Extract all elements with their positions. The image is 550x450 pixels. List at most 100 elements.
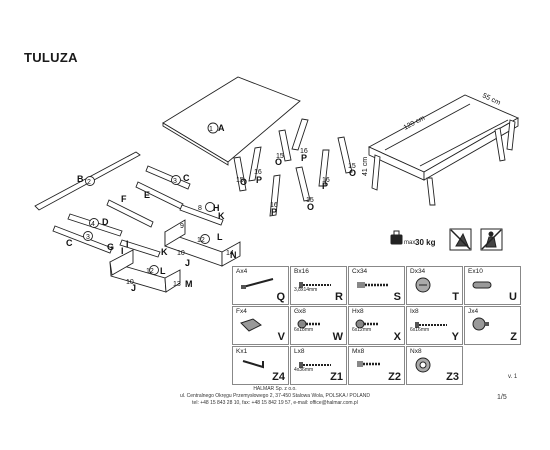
svg-text:P: P <box>271 207 277 217</box>
svg-text:G: G <box>107 242 114 252</box>
weight-prefix: max. <box>404 240 418 246</box>
screw-icon <box>413 317 453 335</box>
svg-text:41 cm: 41 cm <box>362 157 369 176</box>
hardware-quantity: Gx8 <box>294 308 306 315</box>
svg-text:P: P <box>256 175 262 185</box>
plate-icon <box>239 317 263 338</box>
hardware-quantity: Bx16 <box>294 268 309 275</box>
svg-text:C: C <box>183 173 190 183</box>
svg-text:O: O <box>307 202 314 212</box>
svg-text:O: O <box>240 177 247 187</box>
svg-text:3: 3 <box>173 178 177 185</box>
svg-text:8: 8 <box>198 205 202 212</box>
product-title: TULUZA <box>24 50 78 65</box>
hardware-letter: W <box>332 331 343 343</box>
svg-text:N: N <box>230 250 237 260</box>
svg-text:L: L <box>160 266 166 276</box>
hardware-letter: Z <box>510 331 517 343</box>
hardware-letter: Z1 <box>330 371 343 383</box>
svg-text:16: 16 <box>270 202 278 209</box>
svg-text:J: J <box>185 258 190 268</box>
hardware-letter: U <box>509 291 517 303</box>
svg-text:K: K <box>161 247 168 257</box>
svg-text:E: E <box>144 190 150 200</box>
svg-text:9: 9 <box>180 223 184 230</box>
svg-text:14: 14 <box>226 250 234 257</box>
svg-text:I: I <box>126 239 129 249</box>
version-label: v. 1 <box>508 374 518 380</box>
weight-limit: 30 kg <box>415 238 436 247</box>
connector-icon <box>355 357 385 375</box>
svg-text:C: C <box>66 238 73 248</box>
svg-text:15: 15 <box>306 197 314 204</box>
hardware-spec: 6x18mm <box>294 327 314 333</box>
svg-text:4: 4 <box>91 221 95 228</box>
hardware-letter: X <box>393 331 401 343</box>
hardware-letter: S <box>393 291 401 303</box>
hardware-letter: V <box>277 331 285 343</box>
svg-text:I: I <box>121 246 124 256</box>
svg-text:J: J <box>131 283 136 293</box>
hardware-spec: 6x16mm <box>410 327 430 333</box>
hardware-quantity: Hx8 <box>352 308 364 315</box>
svg-text:15: 15 <box>236 177 244 184</box>
no-moisture-icon <box>449 228 472 251</box>
hardware-quantity: Nx8 <box>410 348 422 355</box>
hardware-quantity: Lx8 <box>294 348 305 355</box>
svg-text:M: M <box>185 279 193 289</box>
bolt-icon <box>355 317 385 335</box>
svg-text:O: O <box>349 168 356 178</box>
svg-text:1: 1 <box>209 126 213 133</box>
svg-text:L: L <box>217 232 223 242</box>
svg-text:F: F <box>121 194 127 204</box>
screw-icon <box>297 357 337 375</box>
allen-key-icon <box>239 357 269 376</box>
page-number: 1/5 <box>497 394 507 401</box>
no-standing-icon <box>480 228 503 251</box>
hardware-letter: T <box>452 291 459 303</box>
svg-text:13: 13 <box>173 281 181 288</box>
hardware-quantity: Ix8 <box>410 308 419 315</box>
hardware-quantity: Ex10 <box>468 268 483 275</box>
company-footer: HALMAR Sp. z o.o. ul. Centralnego Okręgu… <box>0 386 550 407</box>
hardware-quantity: Dx34 <box>410 268 426 275</box>
svg-text:12: 12 <box>146 268 154 275</box>
hardware-letter: Z4 <box>272 371 285 383</box>
footer-line: tel: +48 15 843 28 10, fax: +48 15 842 1… <box>192 400 358 406</box>
svg-text:15: 15 <box>276 153 284 160</box>
assembled-table <box>367 94 520 206</box>
nut-icon <box>413 357 433 378</box>
svg-text:16: 16 <box>322 177 330 184</box>
svg-text:P: P <box>322 181 328 191</box>
hardware-spec: 6x12mm <box>352 327 372 333</box>
footer-line: ul. Centralnego Okręgu Przemysłowego 2, … <box>179 393 370 399</box>
footer-line: HALMAR Sp. z o.o. <box>253 386 297 392</box>
knob-icon <box>471 317 491 336</box>
svg-text:10: 10 <box>126 279 134 286</box>
dowel-icon <box>471 277 495 295</box>
hardware-letter: Z2 <box>388 371 401 383</box>
hardware-quantity: Cx34 <box>352 268 368 275</box>
hardware-spec: 4x36mm <box>294 367 314 373</box>
svg-text:16: 16 <box>254 169 262 176</box>
cam-bolt-icon <box>239 277 279 296</box>
hardware-quantity: Jx4 <box>468 308 479 315</box>
hardware-quantity: Mx8 <box>352 348 365 355</box>
svg-text:12: 12 <box>197 237 205 244</box>
svg-text:A: A <box>218 123 225 133</box>
